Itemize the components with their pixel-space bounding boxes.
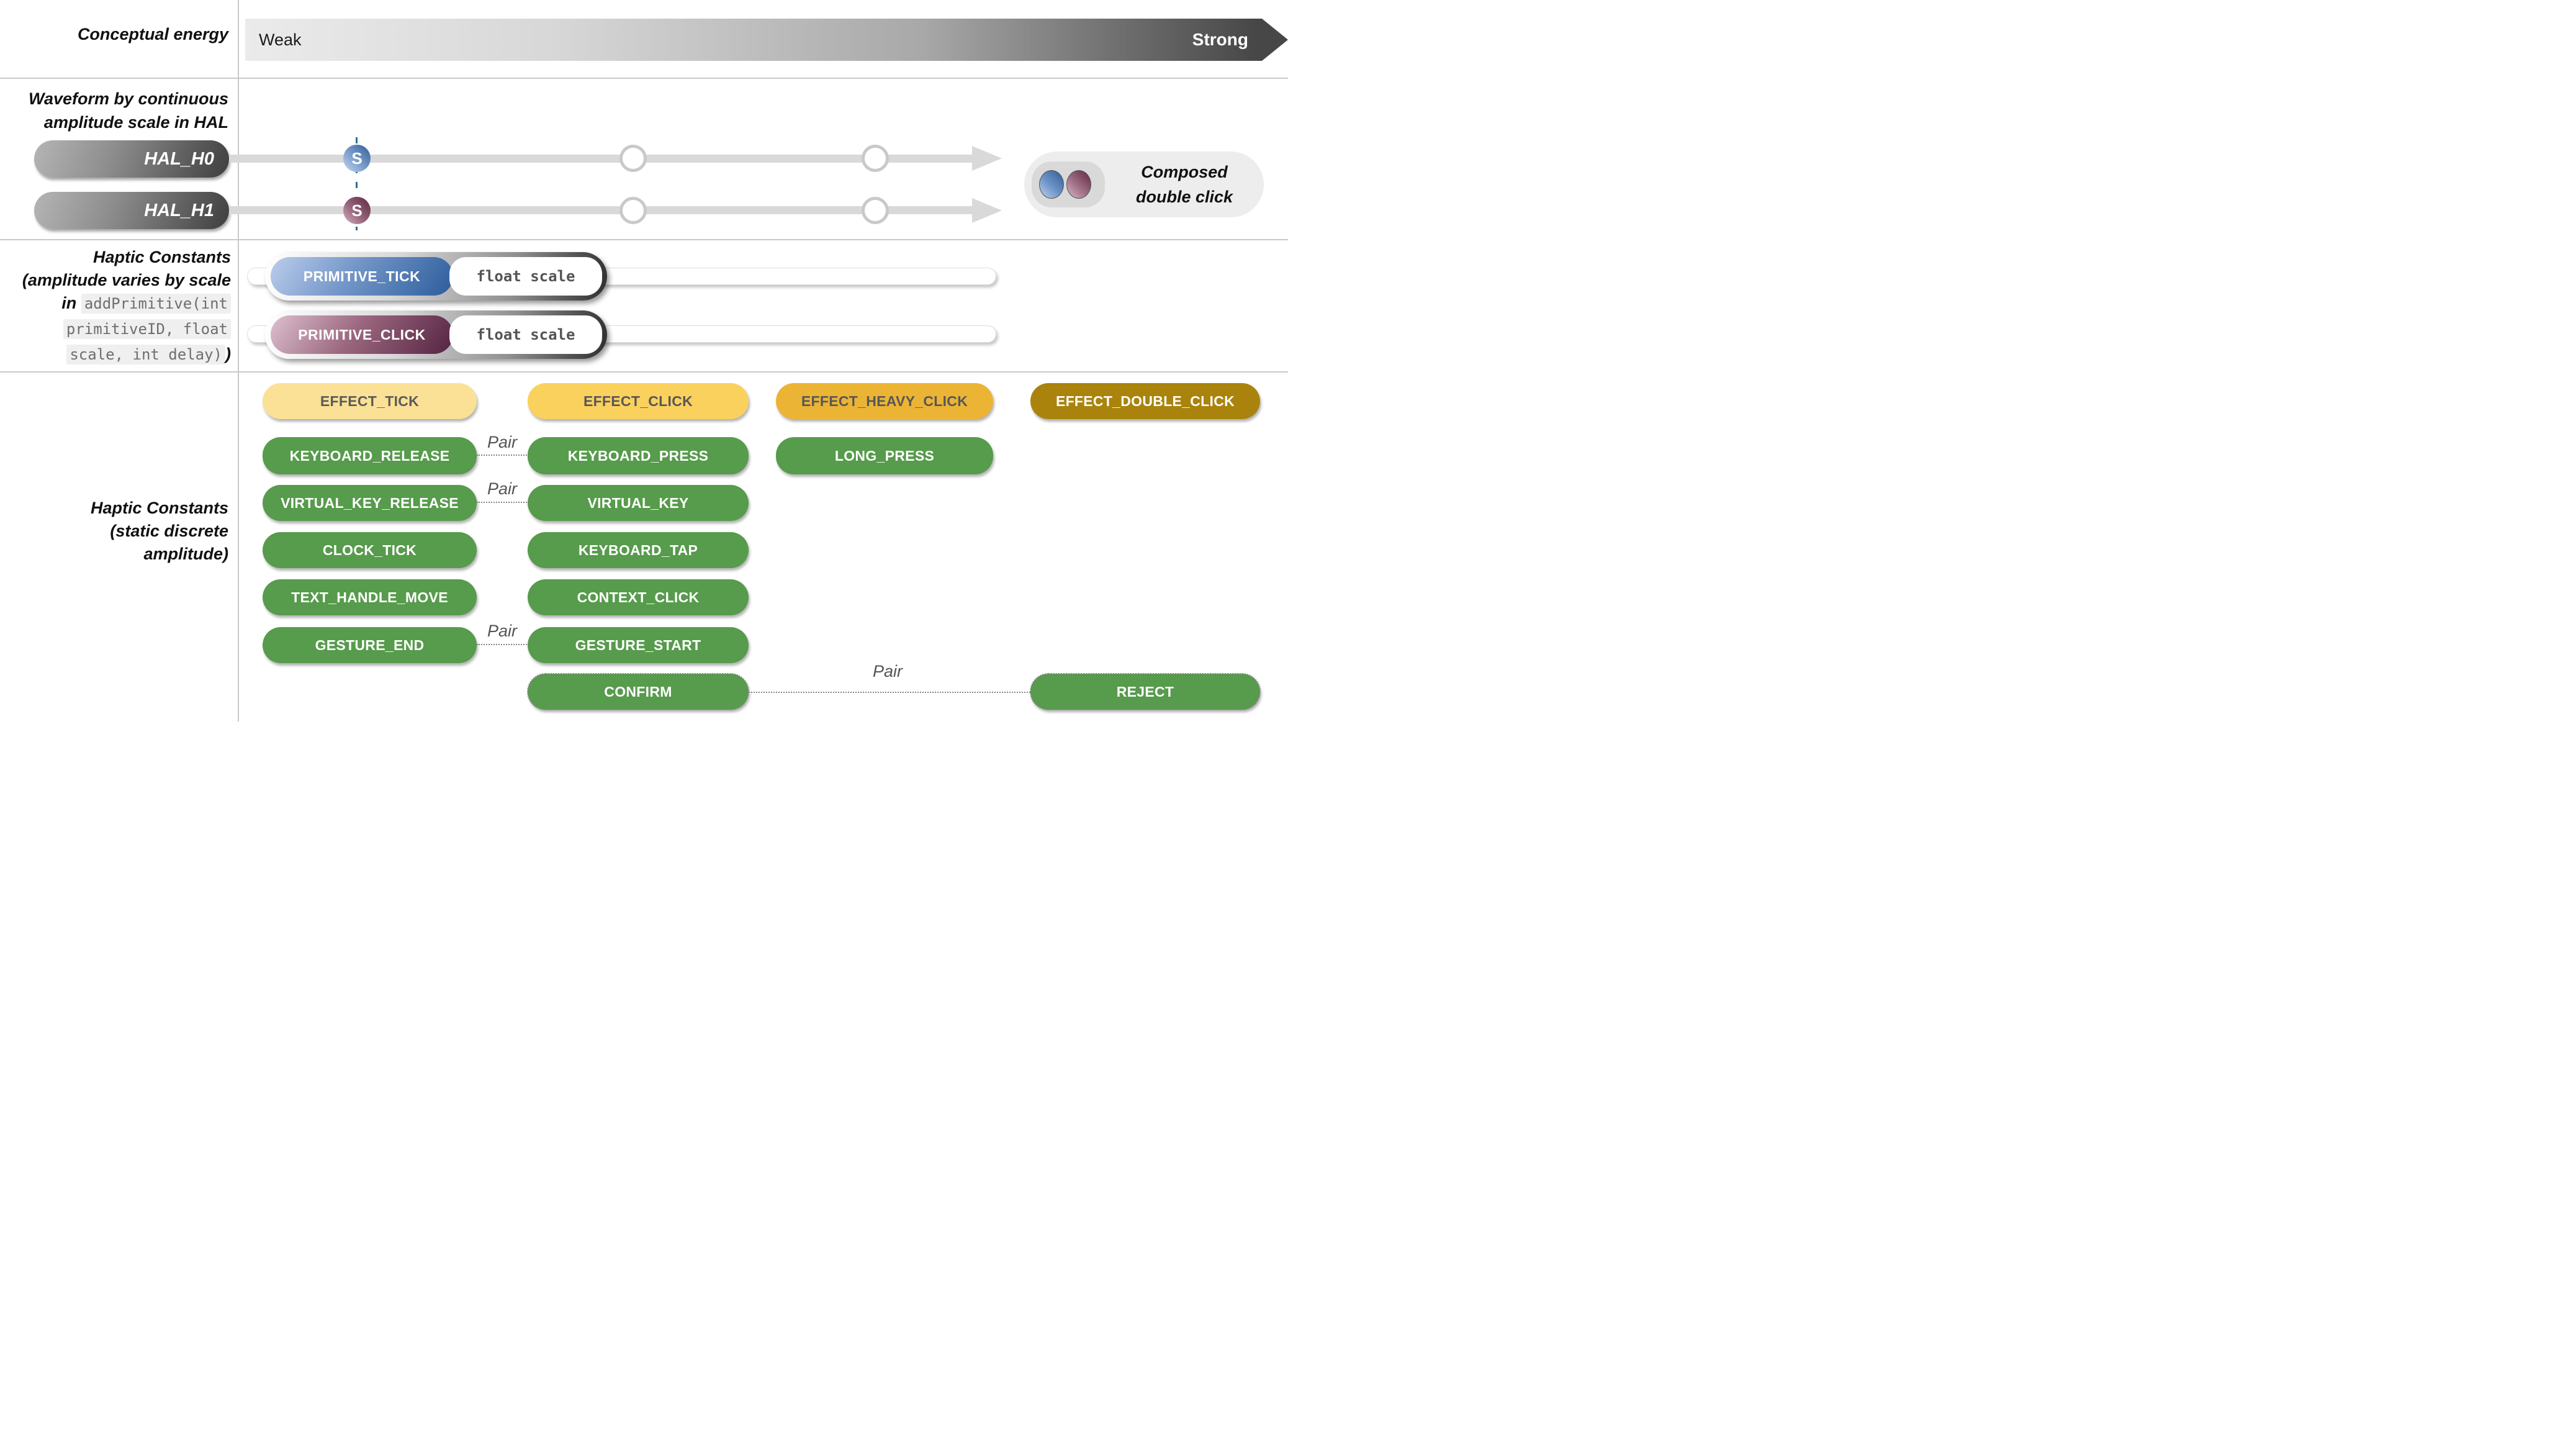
constants-section-label: Haptic Constants (static discrete amplit… (90, 499, 228, 563)
constant-gesture-end: GESTURE_END (263, 627, 477, 663)
code-snippet: primitiveID, float (63, 319, 231, 339)
constant-keyboard-press: KEYBOARD_PRESS (528, 437, 749, 474)
pair-connector (749, 692, 1030, 693)
constant-effect-tick: EFFECT_TICK (263, 383, 477, 419)
constant-effect-heavy-click: EFFECT_HEAVY_CLICK (776, 383, 993, 419)
section-divider-1 (0, 78, 1288, 79)
primitive-tick-param-chip: float scale (449, 257, 602, 296)
constant-virtual-key-release: VIRTUAL_KEY_RELEASE (263, 485, 477, 521)
hal-h1-scale-marker: S (343, 197, 371, 224)
pair-label: Pair (487, 433, 517, 451)
code-snippet: scale, int delay) (66, 345, 225, 364)
constant-effect-click: EFFECT_CLICK (528, 383, 749, 419)
conceptual-energy-label: Conceptual energy (77, 25, 228, 43)
constant-keyboard-tap: KEYBOARD_TAP (528, 532, 749, 568)
haptics-constants-diagram: Conceptual energy Weak Strong Waveform b… (0, 0, 1288, 722)
weak-label: Weak (259, 30, 302, 49)
hal-h0-slot-circle (862, 145, 889, 172)
hal-h1-slot-circle (619, 197, 647, 224)
hal-h1-arrowhead-icon (972, 198, 1002, 223)
constant-reject: REJECT (1030, 673, 1261, 710)
pair-label: Pair (487, 622, 517, 640)
primitive-click-pill: PRIMITIVE_CLICK (271, 315, 453, 354)
hal-h0-timeline (229, 155, 974, 163)
hal-h0-badge: HAL_H0 (34, 140, 229, 178)
primitives-section-label: Haptic Constants (amplitude varies by sc… (22, 248, 231, 364)
constant-virtual-key: VIRTUAL_KEY (528, 485, 749, 521)
energy-gradient-bar: Weak Strong (245, 19, 1288, 61)
primitive-click-param-chip: float scale (449, 315, 602, 354)
hal-h0-arrowhead-icon (972, 146, 1002, 171)
composed-label: Composed double click (1135, 163, 1233, 206)
section-divider-3 (0, 371, 1288, 373)
hal-h1-slot-circle (862, 197, 889, 224)
column-divider (238, 0, 239, 722)
hal-h0-scale-marker: S (343, 145, 371, 172)
constant-confirm: CONFIRM (527, 673, 749, 710)
composed-dots-chip (1032, 161, 1105, 207)
scale-sync-dashed-line (356, 137, 358, 230)
constant-context-click: CONTEXT_CLICK (528, 579, 749, 615)
constant-gesture-start: GESTURE_START (528, 627, 749, 663)
code-snippet: addPrimitive(int (81, 294, 231, 314)
section-divider-2 (0, 239, 1288, 240)
constant-effect-double-click: EFFECT_DOUBLE_CLICK (1030, 383, 1260, 419)
constant-clock-tick: CLOCK_TICK (263, 532, 477, 568)
pair-label: Pair (487, 479, 517, 498)
pair-label: Pair (872, 662, 903, 681)
primitive-tick-pill: PRIMITIVE_TICK (271, 257, 453, 296)
hal-h0-slot-circle (619, 145, 647, 172)
strong-label: Strong (1192, 30, 1248, 49)
constant-long-press: LONG_PRESS (776, 437, 993, 474)
hal-h1-timeline (229, 206, 974, 214)
blue-click-dot-icon (1039, 170, 1064, 199)
pair-connector (477, 502, 529, 503)
composed-double-click-badge: Composed double click (1024, 152, 1264, 217)
hal-section-label: Waveform by continuous amplitude scale i… (28, 89, 228, 132)
hal-h1-badge: HAL_H1 (34, 192, 229, 229)
mauve-click-dot-icon (1066, 170, 1091, 199)
primitive-tick-slider-knob: PRIMITIVE_TICK float scale (265, 252, 607, 301)
pair-connector (477, 455, 529, 456)
primitive-click-slider-knob: PRIMITIVE_CLICK float scale (265, 310, 607, 359)
constant-keyboard-release: KEYBOARD_RELEASE (263, 437, 477, 474)
pair-connector (477, 644, 529, 645)
constant-text-handle-move: TEXT_HANDLE_MOVE (263, 579, 477, 615)
